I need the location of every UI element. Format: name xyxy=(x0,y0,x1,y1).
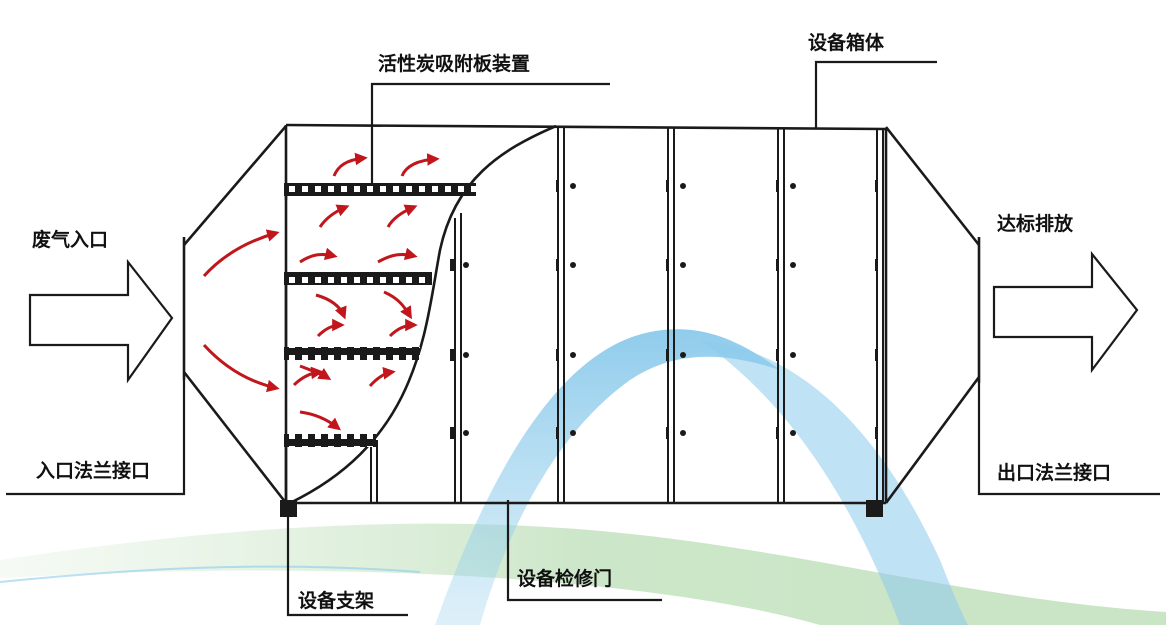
adsorption-plate-3 xyxy=(284,347,420,360)
label-support: 设备支架 xyxy=(298,589,374,612)
carbon-adsorption-plates xyxy=(284,183,476,503)
label-housing: 设备箱体 xyxy=(808,31,885,54)
leader-support xyxy=(286,517,408,617)
leader-carbon-plates xyxy=(370,82,610,186)
leader-access-door xyxy=(506,500,662,602)
background-watermark xyxy=(0,329,1166,625)
label-outlet-flange: 出口法兰接口 xyxy=(997,461,1111,484)
leader-outlet-flange xyxy=(977,383,1160,496)
inlet-arrow xyxy=(28,258,174,384)
adsorption-plate-2 xyxy=(284,272,432,285)
leader-lines xyxy=(6,60,1160,617)
outlet-arrow xyxy=(992,250,1139,374)
blue-swoosh-right xyxy=(700,340,968,625)
label-discharge: 达标排放 xyxy=(997,212,1074,235)
leader-housing xyxy=(814,60,937,128)
green-swoosh xyxy=(0,523,1166,625)
label-access-door: 设备检修门 xyxy=(517,567,612,590)
adsorption-plate-1 xyxy=(284,183,476,196)
label-inlet-flange: 入口法兰接口 xyxy=(36,459,150,482)
label-carbon-plate-device: 活性炭吸附板装置 xyxy=(378,52,530,75)
airflow-arrows xyxy=(202,152,440,431)
leader-inlet-flange xyxy=(6,380,186,496)
label-exhaust-inlet: 废气入口 xyxy=(32,228,108,251)
door-hinges xyxy=(450,180,878,439)
adsorption-plate-4 xyxy=(284,434,376,447)
blue-line-left xyxy=(0,565,421,583)
support-foot-right xyxy=(866,500,883,517)
support-foot-left xyxy=(280,500,297,517)
